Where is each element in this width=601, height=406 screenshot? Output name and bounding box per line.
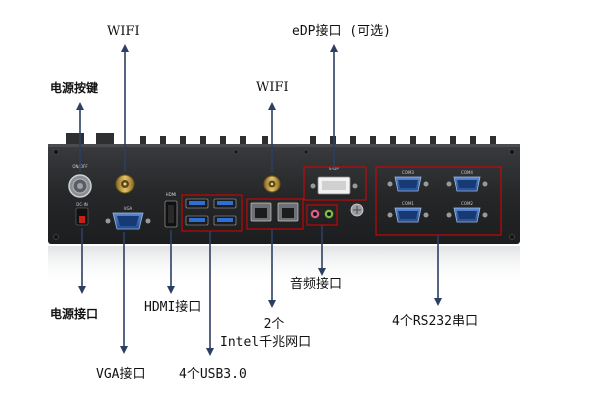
com-port-4 [446,176,488,192]
wifi-antenna-left [115,174,135,194]
edp-connector [310,176,358,195]
label-audio: 音频接口 [290,277,343,292]
label-hdmi: HDMI接口 [144,300,202,315]
dc-power-jack [75,207,89,226]
label-lan: Intel千兆网口 [220,335,312,350]
label-wifi-left: WIFI [107,24,140,39]
label-power-jack: 电源接口 [50,307,99,321]
cooling-fins [66,133,496,145]
callout-box-edp [303,166,367,201]
com4-marking: COM4 [461,170,473,175]
label-power-button: 电源按键 [50,81,99,95]
com3-marking: COM3 [402,170,414,175]
callout-box-usb [181,194,243,232]
dc-in-marking: DC-IN [76,202,88,207]
chassis-top-edge [48,144,520,147]
label-edp: eDP接口 (可选) [292,24,391,39]
label-usb: 4个USB3.0 [179,367,247,382]
lan-ports [250,202,299,222]
label-wifi-center: WIFI [256,80,289,95]
usb-ports [185,198,237,226]
com2-marking: COM2 [461,201,473,206]
com1-marking: COM1 [402,201,414,206]
label-vga: VGA接口 [96,367,146,382]
ground-screw [350,203,364,217]
hdmi-marking: HDMI [166,192,177,197]
vga-marking: VGA [124,206,133,211]
panel-screws [53,149,515,240]
label-rs232: 4个RS232串口 [392,314,478,329]
com-port-3 [387,176,429,192]
com-port-2 [446,207,488,223]
audio-jacks [310,209,334,219]
com-port-1 [387,207,429,223]
label-lan-count: 2个 [263,317,285,332]
power-button [68,174,92,198]
wifi-antenna-center [263,175,281,193]
hdmi-port [164,200,178,228]
callout-box-lan [246,198,304,230]
callout-arrows [76,44,442,356]
vga-port [105,212,151,230]
chassis-reflection [48,246,520,286]
edp-marking: E-DP [329,166,339,171]
